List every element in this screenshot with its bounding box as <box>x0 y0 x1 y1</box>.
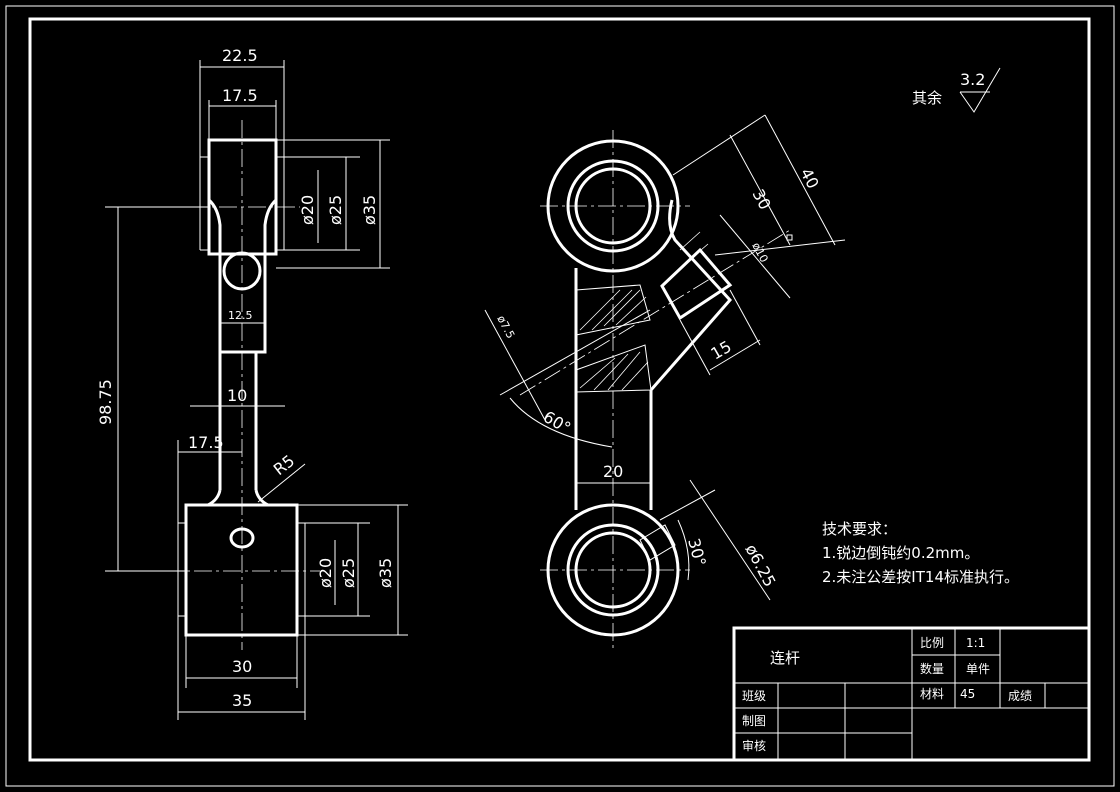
dim-bottom-d25: ø25 <box>339 558 358 588</box>
outer-border <box>5 5 1115 787</box>
qty-label: 数量 <box>920 661 944 676</box>
tech-req-title: 技术要求： <box>822 520 897 538</box>
bottom-boss <box>184 503 299 637</box>
class-label: 班级 <box>742 689 766 703</box>
dim-side-40: 40 <box>796 165 822 192</box>
dim-side-angle-60: 60° <box>540 407 574 438</box>
section-hatch <box>575 231 709 393</box>
dim-bottom-d35: ø35 <box>376 558 395 588</box>
side-view: 30 40 ø10 15 ø7.5 60° 20 30° ø6.25 <box>484 114 846 650</box>
dim-center-distance: 98.75 <box>96 379 115 425</box>
dim-top-width: 22.5 <box>222 46 258 65</box>
title-block: 连杆 比例 1:1 数量 单件 材料 45 成绩 班级 制图 审核 <box>732 626 1091 762</box>
dim-top-d20: ø20 <box>298 195 317 225</box>
dim-top-inner-width: 17.5 <box>222 86 258 105</box>
dim-fillet: R5 <box>270 451 298 479</box>
roughness-prefix: 其余 <box>912 89 942 107</box>
dim-top-d35: ø35 <box>360 195 379 225</box>
check-label: 审核 <box>742 738 766 753</box>
tech-requirements: 技术要求： 1.锐边倒钝约0.2mm。 2.未注公差按IT14标准执行。 <box>822 520 1019 586</box>
dim-side-15: 15 <box>708 337 735 364</box>
dim-side-20: 20 <box>603 462 623 481</box>
dim-bottom-inner-width: 17.5 <box>188 433 224 452</box>
scale-label: 比例 <box>920 636 944 650</box>
dim-neck-width: 12.5 <box>228 309 253 322</box>
dim-side-30: 30 <box>748 186 774 213</box>
qty-value: 单件 <box>966 662 990 676</box>
inner-border <box>28 17 1091 762</box>
dim-bottom-d20: ø20 <box>316 558 335 588</box>
front-view: 22.5 17.5 ø20 ø25 ø35 98.75 12.5 10 17.5… <box>96 46 408 720</box>
dim-side-angle-30: 30° <box>684 536 710 568</box>
material-value: 45 <box>960 687 975 701</box>
part-name: 连杆 <box>770 649 800 667</box>
roughness-value: 3.2 <box>960 70 985 89</box>
scale-value: 1:1 <box>966 636 985 650</box>
grade-label: 成绩 <box>1008 689 1032 703</box>
dim-shank-width: 10 <box>227 386 247 405</box>
dim-bottom-width-35: 35 <box>232 691 252 710</box>
material-label: 材料 <box>920 687 944 701</box>
dim-bottom-width-30: 30 <box>232 657 252 676</box>
tech-req-item-2: 2.未注公差按IT14标准执行。 <box>822 568 1019 586</box>
dim-top-d25: ø25 <box>326 195 345 225</box>
roughness-symbol: 其余 3.2 <box>912 67 1001 113</box>
dim-side-d7-5: ø7.5 <box>494 313 517 341</box>
tech-req-item-1: 1.锐边倒钝约0.2mm。 <box>822 544 979 562</box>
drawn-label: 制图 <box>742 714 766 728</box>
